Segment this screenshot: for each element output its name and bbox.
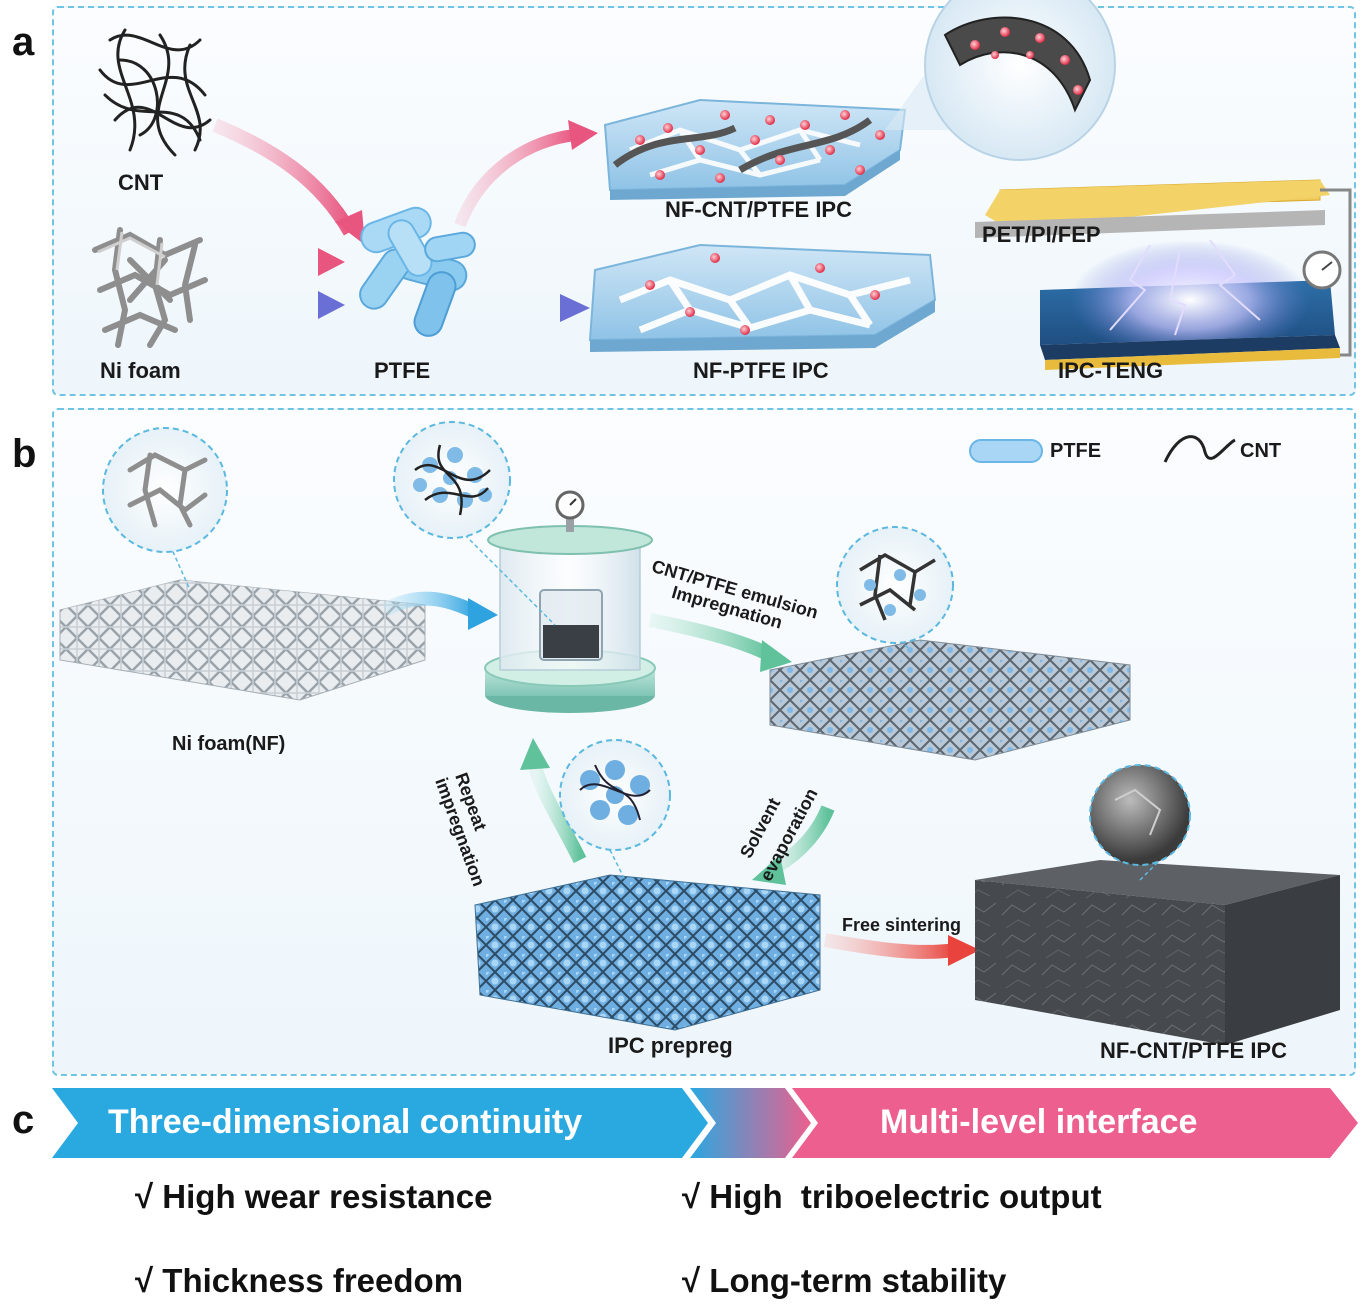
legend-ptfe-label: PTFE	[1050, 440, 1102, 462]
label-ipc-prepreg: IPC prepreg	[608, 1033, 733, 1058]
ipc-teng-device-icon	[975, 179, 1352, 370]
label-cnt: CNT	[118, 170, 164, 195]
banner-right-text: Multi-level interface	[880, 1103, 1198, 1141]
panel-label-c: c	[12, 1098, 35, 1142]
banner-left-arrow	[52, 1088, 708, 1158]
check-high-wear-resistance: √ High wear resistance	[135, 1178, 493, 1215]
arrow-cnt-to-ptfe	[212, 118, 357, 236]
nf-cnt-ptfe-ipc-sheet-icon	[603, 98, 907, 200]
prepreg-zoom-icon	[559, 739, 671, 851]
arrow-prepreg-to-final	[823, 933, 956, 959]
arrow-ptfe-to-nf-cnt	[454, 129, 576, 228]
vacuum-chamber-icon	[484, 490, 656, 713]
banner-middle-arrow	[690, 1088, 811, 1158]
impregnated-zoom-icon	[836, 526, 954, 644]
panel-label-b: b	[12, 432, 37, 476]
label-ni-foam: Ni foam	[100, 358, 181, 383]
legend-cnt-label: CNT	[1240, 440, 1282, 462]
check-high-triboelectric-output: √ High triboelectric output	[682, 1178, 1102, 1215]
label-ptfe: PTFE	[374, 358, 431, 383]
label-nf-cnt-ptfe-ipc-a: NF-CNT/PTFE IPC	[665, 197, 852, 222]
impregnated-foam-slab-icon	[769, 639, 1131, 761]
cnt-tangle-icon	[98, 28, 212, 157]
legend-cnt-swatch	[1163, 435, 1236, 463]
arrow-chamber-to-impregnated	[648, 613, 774, 662]
panel-label-a: a	[12, 20, 35, 64]
cnt-zoom-bubble-icon	[924, 0, 1116, 161]
ni-foam-slab-icon	[59, 579, 426, 701]
nf-cnt-ptfe-ipc-block-icon	[975, 860, 1340, 1045]
banner-right-arrow	[792, 1088, 1358, 1158]
banner-left-text: Three-dimensional continuity	[108, 1103, 583, 1141]
emulsion-zoom-icon	[393, 421, 511, 539]
legend-ptfe-swatch	[969, 439, 1043, 463]
ni-foam-zoom-icon	[102, 427, 228, 553]
nf-ptfe-ipc-sheet-icon	[588, 243, 937, 352]
check-thickness-freedom: √ Thickness freedom	[135, 1262, 464, 1299]
label-ipc-teng: IPC-TENG	[1058, 358, 1164, 383]
label-nf-ptfe-ipc: NF-PTFE IPC	[693, 358, 829, 383]
arrow-nf-to-chamber	[381, 591, 479, 619]
label-ni-foam-nf: Ni foam(NF)	[172, 733, 286, 755]
label-pet-pi-fep: PET/PI/FEP	[982, 222, 1101, 247]
ipc-prepreg-slab-icon	[474, 874, 821, 1031]
sem-zoom-icon	[1089, 764, 1191, 866]
label-free-sintering: Free sintering	[842, 915, 962, 935]
ptfe-particles-icon	[359, 206, 476, 337]
label-nf-cnt-ptfe-ipc-b: NF-CNT/PTFE IPC	[1100, 1038, 1287, 1063]
check-long-term-stability: √ Long-term stability	[682, 1262, 1007, 1299]
arrow-prepreg-to-chamber	[528, 763, 587, 864]
